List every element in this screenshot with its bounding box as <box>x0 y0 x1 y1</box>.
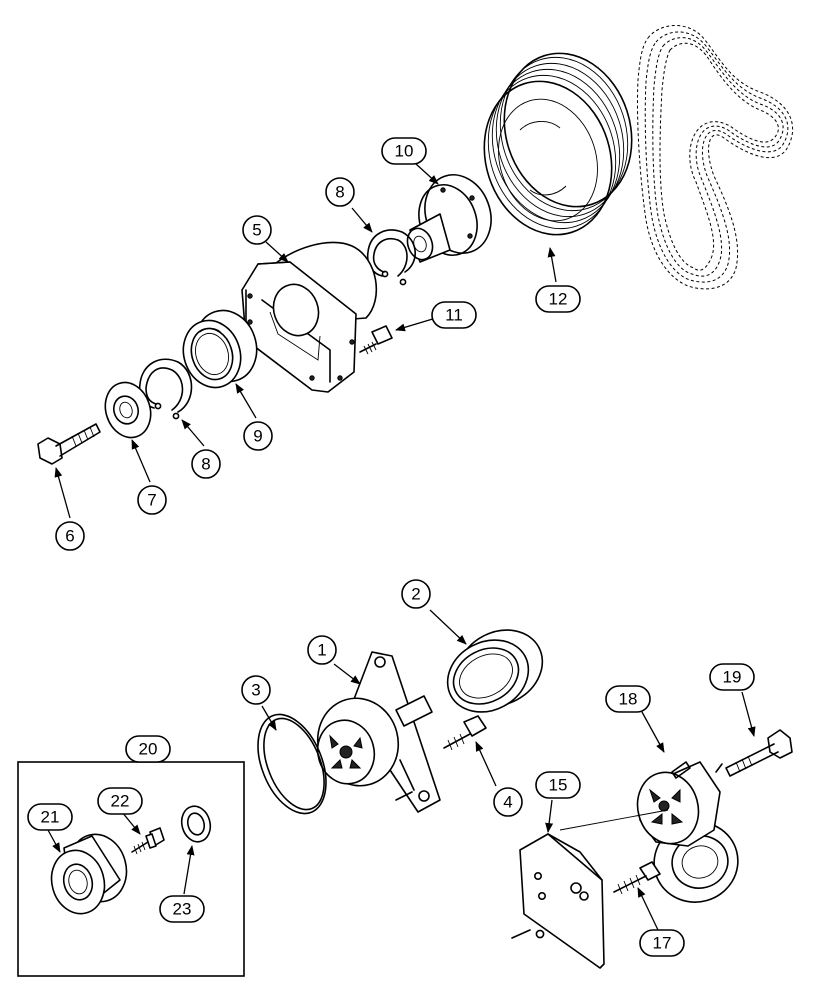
leader-lines <box>47 163 756 931</box>
callout-label: 15 <box>549 776 568 795</box>
callout-9: 9 <box>243 421 273 451</box>
bolt-small <box>359 325 393 355</box>
callout-15: 15 <box>535 771 581 799</box>
callout-label: 12 <box>549 290 568 309</box>
callout-label: 6 <box>65 527 74 546</box>
spacer <box>180 805 212 843</box>
callout-19: 19 <box>709 663 755 691</box>
bolt-bracket <box>613 861 661 895</box>
water-pump <box>316 651 441 813</box>
bolt-pump <box>443 715 487 751</box>
callout-label: 2 <box>411 585 420 604</box>
callout-4: 4 <box>493 787 523 817</box>
housing <box>241 241 378 393</box>
callout-label: 22 <box>111 792 130 811</box>
callout-8-upper: 8 <box>325 177 355 207</box>
callout-label: 5 <box>252 221 261 240</box>
callout-label: 9 <box>253 427 262 446</box>
washer <box>104 381 152 439</box>
callout-label: 1 <box>317 641 326 660</box>
callout-8-lower: 8 <box>191 449 221 479</box>
belt-tensioner <box>636 761 739 903</box>
callout-3: 3 <box>241 675 271 705</box>
callout-12: 12 <box>535 285 581 313</box>
idler-pulley <box>50 833 128 915</box>
callout-label: 23 <box>173 900 192 919</box>
callout-20: 20 <box>125 735 171 763</box>
callout-23: 23 <box>159 895 205 923</box>
callout-label: 17 <box>653 934 672 953</box>
callout-label: 20 <box>139 740 158 759</box>
callout-7: 7 <box>137 485 167 515</box>
callout-5: 5 <box>242 215 272 245</box>
callout-label: 19 <box>723 668 742 687</box>
callout-label: 10 <box>395 142 414 161</box>
callout-21: 21 <box>27 803 73 831</box>
callout-label: 11 <box>445 306 463 325</box>
bolt-large <box>37 423 101 465</box>
callout-label: 7 <box>147 491 156 510</box>
callout-label: 18 <box>619 690 638 709</box>
callout-1: 1 <box>307 635 337 665</box>
seal <box>446 629 544 713</box>
callout-18: 18 <box>605 685 651 713</box>
callout-label: 21 <box>41 808 60 827</box>
callout-label: 3 <box>251 681 260 700</box>
mounting-bracket <box>511 809 669 969</box>
hub <box>406 174 492 263</box>
o-ring <box>257 713 327 815</box>
bearing <box>182 309 258 389</box>
bolt-tensioner <box>725 729 793 777</box>
callout-10: 10 <box>381 137 427 165</box>
idler-kit-box <box>17 761 245 977</box>
callout-6: 6 <box>55 521 85 551</box>
shoulder-bolt <box>131 827 165 855</box>
callout-11: 11 <box>431 301 477 329</box>
callout-2: 2 <box>401 579 431 609</box>
callout-22: 22 <box>97 787 143 815</box>
callout-label: 8 <box>335 183 344 202</box>
pulley <box>483 52 633 236</box>
callout-label: 4 <box>503 793 512 812</box>
callout-17: 17 <box>639 929 685 957</box>
callout-label: 8 <box>201 455 210 474</box>
drive-belt <box>636 25 794 290</box>
